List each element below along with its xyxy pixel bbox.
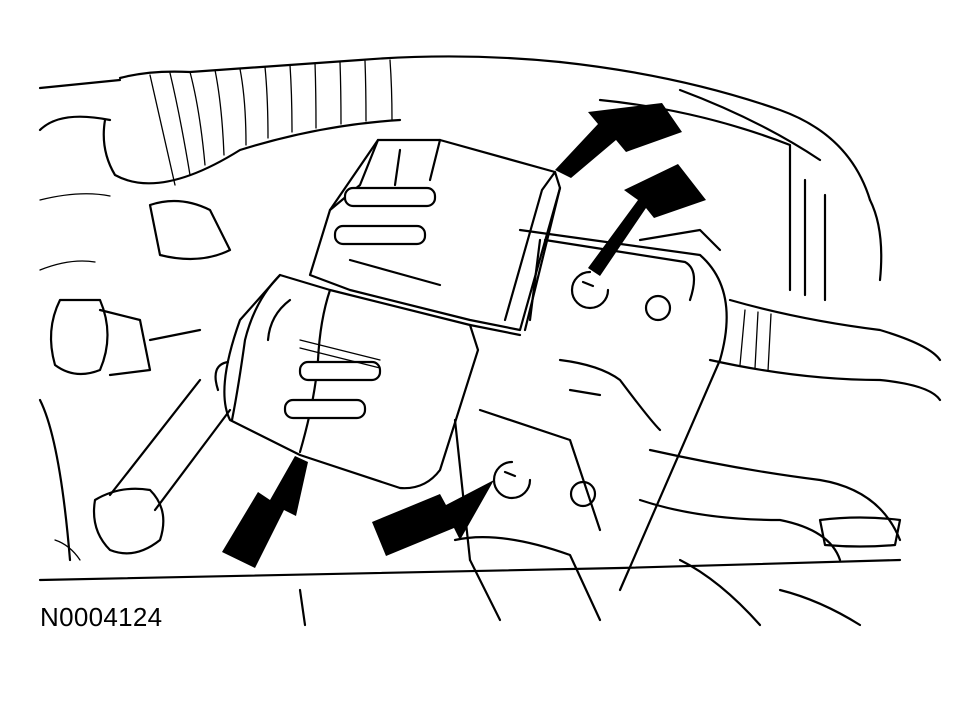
slotted-clip-holes xyxy=(492,270,672,508)
upper-connector-arrow xyxy=(555,103,682,178)
mounting-bracket xyxy=(453,228,728,592)
bottom-structure xyxy=(298,536,862,627)
frame-lines xyxy=(38,78,902,582)
left-hose-and-fittings xyxy=(38,199,232,562)
lower-connector-arrow xyxy=(222,456,308,568)
harness-right xyxy=(638,298,942,562)
upper-right-structure xyxy=(558,60,883,302)
callout-arrows xyxy=(222,103,706,568)
lower-clip-arrow xyxy=(372,480,494,556)
lower-connector xyxy=(214,273,522,490)
upper-clip-arrow xyxy=(588,164,706,276)
large-hose xyxy=(38,55,562,186)
figure-id-label: N0004124 xyxy=(40,602,163,632)
